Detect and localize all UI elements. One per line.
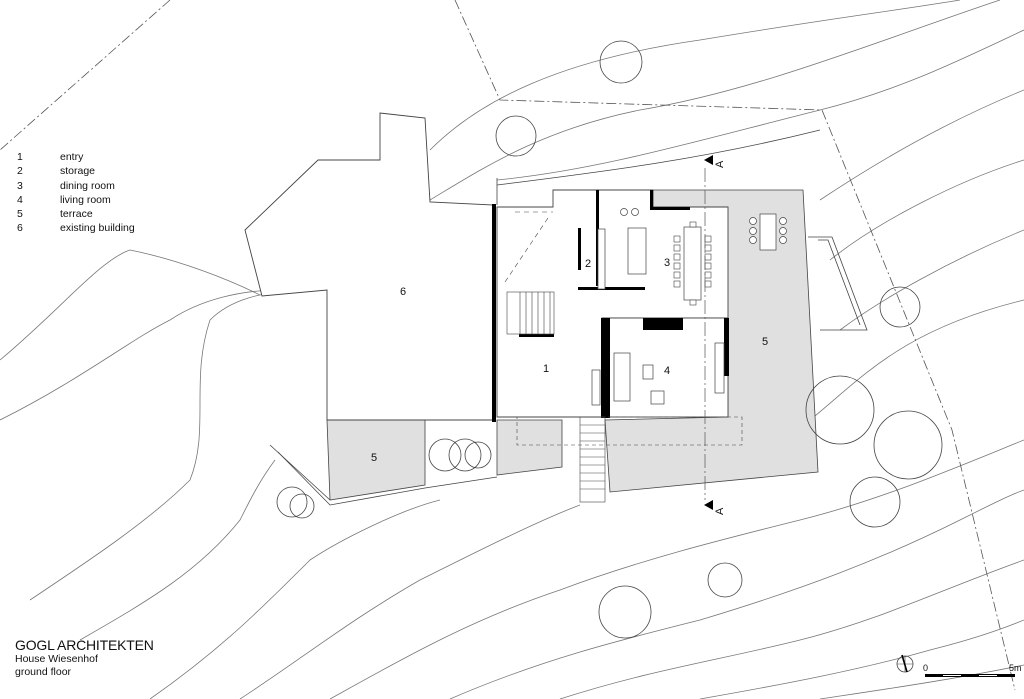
legend-num: 3 bbox=[17, 179, 23, 192]
furniture bbox=[591, 208, 787, 406]
title-block: GOGL ARCHITEKTEN House Wiesenhof ground … bbox=[15, 637, 154, 679]
legend-label: dining room bbox=[60, 179, 115, 192]
legend: 1 entry 2 storage 3 dining room 4 living roo… bbox=[17, 150, 135, 236]
trees bbox=[276, 40, 943, 639]
section-arrow-bottom-icon bbox=[704, 500, 713, 510]
legend-num: 2 bbox=[17, 165, 23, 178]
project-name: House Wiesenhof bbox=[15, 653, 98, 665]
site-lines bbox=[269, 129, 868, 506]
legend-label: existing building bbox=[60, 222, 135, 235]
room-label-living: 4 bbox=[664, 365, 670, 377]
room-label-storage: 2 bbox=[585, 258, 591, 270]
room-label-terrace-east: 5 bbox=[762, 336, 768, 348]
north-arrow-icon bbox=[896, 654, 914, 673]
room-label-entry: 1 bbox=[543, 363, 549, 375]
section-label-top: A bbox=[714, 160, 726, 168]
legend-label: entry bbox=[60, 151, 84, 163]
stairs bbox=[504, 211, 743, 503]
legend-num: 6 bbox=[17, 222, 23, 235]
legend-item: 5 terrace bbox=[17, 207, 135, 221]
legend-num: 4 bbox=[17, 193, 23, 206]
drawing-level: ground floor bbox=[15, 666, 72, 678]
legend-item: 3 dining room bbox=[17, 179, 135, 193]
scale-bar: 0 5m bbox=[923, 663, 1022, 677]
legend-label: storage bbox=[60, 165, 96, 178]
legend-label: terrace bbox=[60, 208, 93, 221]
firm-name: GOGL ARCHITEKTEN bbox=[15, 637, 154, 653]
room-label-existing: 6 bbox=[400, 286, 406, 298]
existing-building bbox=[244, 112, 495, 421]
section-line-a: A A bbox=[704, 155, 726, 515]
legend-num: 1 bbox=[17, 151, 23, 163]
legend-item: 4 living room bbox=[17, 193, 135, 207]
legend-item: 2 storage bbox=[17, 164, 135, 178]
legend-label: living room bbox=[60, 193, 111, 206]
walls bbox=[492, 190, 729, 422]
scale-end: 5m bbox=[1009, 663, 1022, 673]
section-label-bottom: A bbox=[714, 507, 726, 515]
room-label-terrace-west: 5 bbox=[371, 452, 377, 464]
scale-start: 0 bbox=[923, 663, 928, 673]
section-arrow-top-icon bbox=[704, 155, 713, 165]
room-label-dining: 3 bbox=[664, 257, 670, 269]
legend-num: 5 bbox=[17, 208, 23, 221]
legend-item: 6 existing building bbox=[17, 221, 135, 235]
legend-item: 1 entry bbox=[17, 150, 135, 164]
